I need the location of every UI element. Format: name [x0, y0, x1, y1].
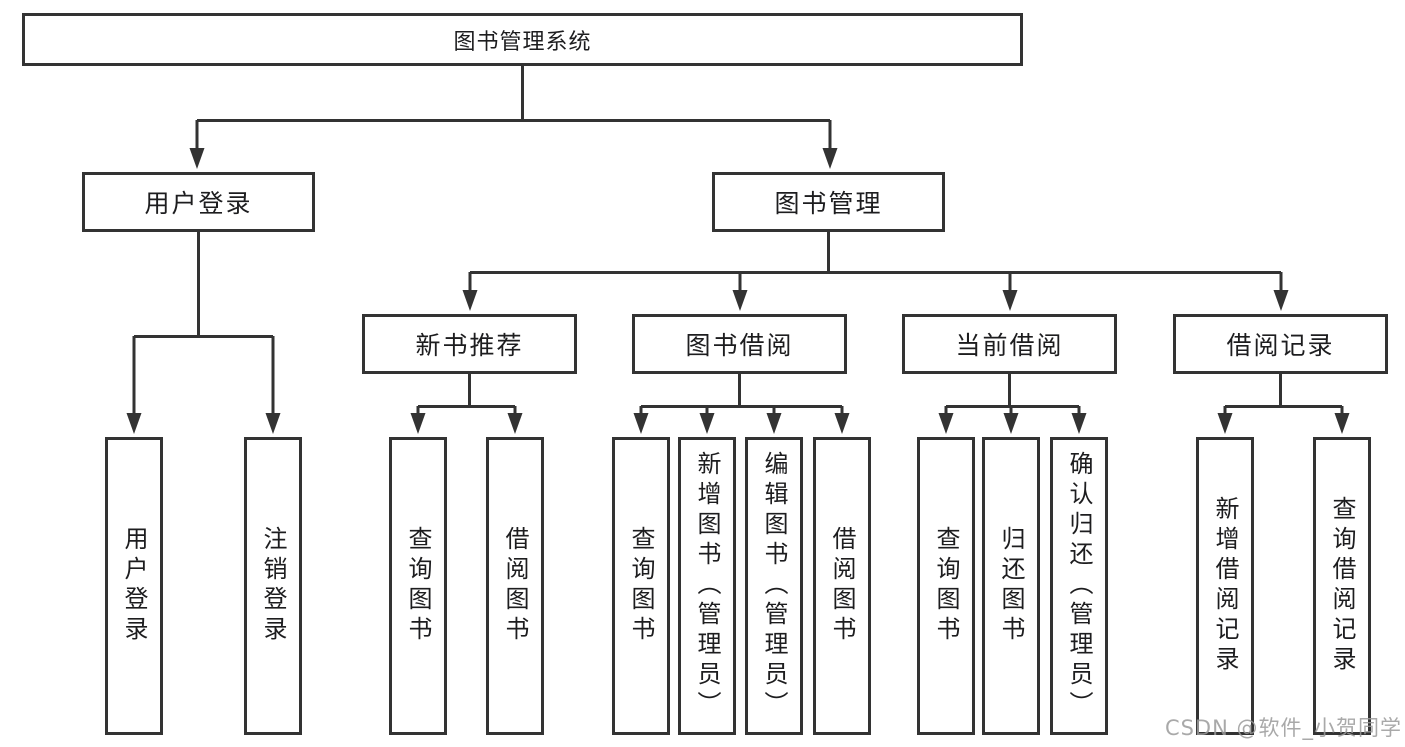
node-label: 注销登录: [259, 526, 287, 646]
leaf-query-books-recommend: 查询图书: [389, 437, 447, 735]
node-label: 新增图书（管理员）: [693, 451, 721, 721]
leaf-borrow-books: 借阅图书: [813, 437, 871, 735]
leaf-query-borrow-record: 查询借阅记录: [1313, 437, 1371, 735]
node-label: 新书推荐: [415, 331, 524, 360]
node-label: 查询图书: [627, 526, 655, 646]
node-book-borrow: 图书借阅: [632, 314, 847, 374]
node-label: 用户登录: [120, 526, 148, 646]
leaf-edit-book-admin: 编辑图书（管理员）: [745, 437, 803, 735]
leaf-borrow-books-recommend: 借阅图书: [486, 437, 544, 735]
leaf-query-books-current: 查询图书: [917, 437, 975, 735]
node-label: 图书管理: [774, 189, 883, 218]
node-label: 查询图书: [404, 526, 432, 646]
node-label: 图书借阅: [685, 331, 794, 360]
node-label: 确认归还（管理员）: [1065, 451, 1093, 721]
leaf-add-book-admin: 新增图书（管理员）: [678, 437, 736, 735]
leaf-confirm-return-admin: 确认归还（管理员）: [1050, 437, 1108, 735]
leaf-query-books-borrow: 查询图书: [612, 437, 670, 735]
node-borrow-records: 借阅记录: [1173, 314, 1388, 374]
leaf-return-books: 归还图书: [982, 437, 1040, 735]
node-book-management: 图书管理: [712, 172, 945, 232]
node-label: 借阅图书: [501, 526, 529, 646]
node-label: 当前借阅: [955, 331, 1064, 360]
node-current-borrow: 当前借阅: [902, 314, 1117, 374]
node-label: 借阅记录: [1226, 331, 1335, 360]
node-label: 借阅图书: [828, 526, 856, 646]
node-label: 归还图书: [997, 526, 1025, 646]
leaf-user-login: 用户登录: [105, 437, 163, 735]
node-book-management-system: 图书管理系统: [22, 13, 1023, 66]
node-label: 新增借阅记录: [1211, 496, 1239, 676]
node-user-login: 用户登录: [82, 172, 315, 232]
node-label: 用户登录: [144, 189, 253, 218]
node-label: 查询图书: [932, 526, 960, 646]
node-label: 图书管理系统: [453, 29, 592, 55]
node-new-book-recommend: 新书推荐: [362, 314, 577, 374]
leaf-logout: 注销登录: [244, 437, 302, 735]
leaf-add-borrow-record: 新增借阅记录: [1196, 437, 1254, 735]
node-label: 查询借阅记录: [1328, 496, 1356, 676]
node-label: 编辑图书（管理员）: [760, 451, 788, 721]
